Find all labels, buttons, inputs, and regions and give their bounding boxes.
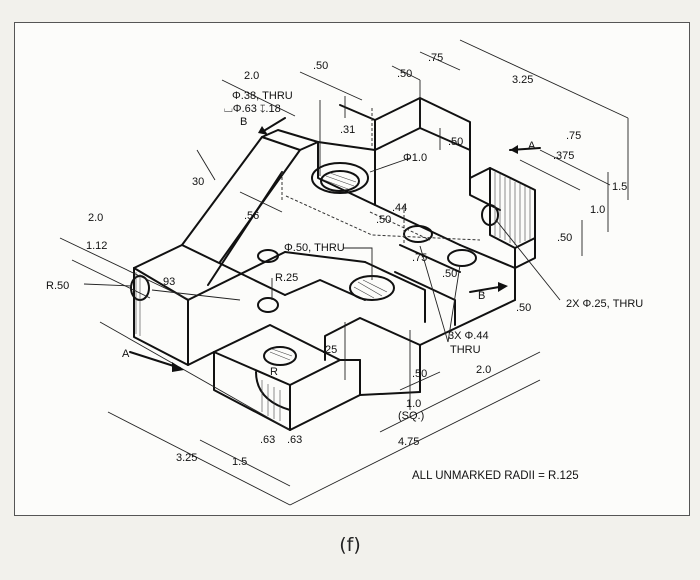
dim-56: .56 <box>244 210 260 222</box>
dimension-lines <box>59 39 629 506</box>
dim-50-top: .50 <box>313 60 329 72</box>
holes <box>130 162 499 366</box>
radius-025: R.25 <box>275 272 299 284</box>
dim-1-5-bottom: 1.5 <box>232 456 248 468</box>
section-label-A-left: A <box>122 348 130 360</box>
counterbore-063-callout: ⌴Φ.63 ↧.18 <box>224 103 281 115</box>
dim-44: .44 <box>392 202 408 214</box>
hidden-lines <box>281 108 481 245</box>
section-label-B-top: B <box>240 116 248 128</box>
slot-dia-callout: Φ1.0 <box>403 152 428 164</box>
dim-50-right: .50 <box>557 232 573 244</box>
unmarked-radii-note: ALL UNMARKED RADII = R.125 <box>412 470 579 482</box>
dim-1-0-right: 1.0 <box>590 204 606 216</box>
hole-050-callout: Φ.50, THRU <box>284 242 345 254</box>
dim-75-slot: .75 <box>412 252 428 264</box>
dim-50-top2: .50 <box>397 68 413 80</box>
dim-2-0-bottom: 2.0 <box>476 364 492 376</box>
dim-2-0-top: 2.0 <box>244 70 260 82</box>
dim-50-mid: .50 <box>448 136 464 148</box>
dim-50-step: .50 <box>412 368 428 380</box>
dim-50-slot2: .50 <box>442 268 458 280</box>
dim-63-a: .63 <box>260 434 276 446</box>
holes-025-callout: 2X Φ.25, THRU <box>566 298 644 310</box>
dim-63-b: .63 <box>287 434 303 446</box>
dim-50-bottom-right: .50 <box>516 302 532 314</box>
radius-R: R <box>270 366 278 378</box>
dim-31: .31 <box>340 124 356 136</box>
section-label-B-right: B <box>478 290 486 302</box>
dim-75-right: .75 <box>566 130 582 142</box>
dim-3-25-bottom: 3.25 <box>176 452 198 464</box>
section-label-A-top: A <box>528 140 536 152</box>
dim-50-slot: .50 <box>376 214 392 226</box>
hole-038-callout: Φ.38, THRU <box>232 90 293 102</box>
dim-75-top: .75 <box>428 52 444 64</box>
dim-1-0-sq: 1.0 <box>406 398 422 410</box>
holes-044-callout: 3X Φ.44 <box>448 330 489 342</box>
figure-caption: (f) <box>339 534 361 556</box>
dim-1-12: 1.12 <box>86 240 108 252</box>
angle-30: 30 <box>192 176 205 188</box>
dim-4-75: 4.75 <box>398 436 420 448</box>
dim-2-0-left: 2.0 <box>88 212 104 224</box>
shading <box>135 172 531 421</box>
dim-1-5-right: 1.5 <box>612 181 628 193</box>
section-arrows <box>129 117 541 372</box>
dim-93: .93 <box>160 276 176 288</box>
part-outline <box>133 97 536 431</box>
dim-375: .375 <box>553 150 575 162</box>
dim-25: .25 <box>322 344 338 356</box>
radius-050: R.50 <box>46 280 70 292</box>
dim-3-25-top: 3.25 <box>512 74 534 86</box>
drawing-sheet <box>14 22 690 516</box>
dim-sq: (SQ.) <box>398 410 425 422</box>
holes-044-thru: THRU <box>450 344 481 356</box>
leaders <box>83 100 561 343</box>
